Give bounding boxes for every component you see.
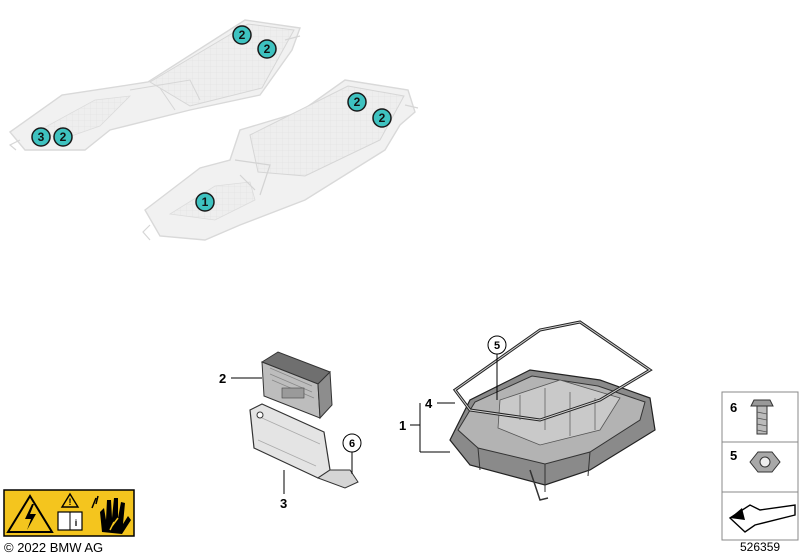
callout-2-left[interactable]: 2	[53, 127, 73, 147]
label-5: 5	[487, 335, 507, 400]
callout-2-top-a[interactable]: 2	[232, 25, 252, 45]
bracket-part	[249, 403, 359, 489]
callout-label: 2	[60, 130, 67, 144]
callout-label: 2	[264, 42, 271, 56]
callout-3-left[interactable]: 3	[31, 127, 51, 147]
part-label-3: 3	[280, 496, 287, 511]
callout-label: 3	[38, 130, 45, 144]
warning-box: ! i	[3, 489, 135, 537]
part-label-1: 1	[399, 418, 406, 433]
part-label-5: 5	[494, 340, 500, 352]
screw-icon	[750, 399, 774, 435]
part-label-4: 4	[425, 396, 433, 411]
callout-2-right-a[interactable]: 2	[347, 92, 367, 112]
callout-2-top-b[interactable]: 2	[257, 39, 277, 59]
housing-part	[449, 320, 656, 501]
label-2: 2	[219, 371, 262, 386]
label-1: 1	[399, 403, 450, 453]
callout-2-right-b[interactable]: 2	[372, 108, 392, 128]
svg-text:i: i	[75, 518, 78, 528]
warning-manual-icon: ! i	[57, 492, 83, 531]
part-label-2: 2	[219, 371, 226, 386]
high-voltage-icon	[6, 494, 54, 533]
callout-label: 2	[239, 28, 246, 42]
callout-label: 2	[354, 95, 361, 109]
diagram-id: 526359	[740, 540, 781, 554]
callout-1-right[interactable]: 1	[195, 192, 215, 212]
parts-legend: 6 5	[721, 391, 799, 541]
legend-label-6: 6	[730, 400, 737, 415]
label-4: 4	[425, 396, 455, 411]
arrow-icon	[728, 504, 796, 533]
label-3: 3	[280, 470, 287, 511]
nut-icon	[749, 451, 781, 473]
legend-label-5: 5	[730, 448, 737, 463]
part-label-6: 6	[349, 438, 355, 450]
callout-label: 2	[379, 111, 386, 125]
callout-label: 1	[202, 195, 209, 209]
control-module-part	[260, 351, 333, 420]
copyright-text: © 2022 BMW AG	[4, 540, 104, 555]
svg-text:!: !	[69, 497, 72, 507]
no-touch-hand-icon	[91, 495, 131, 534]
label-6: 6	[342, 433, 362, 474]
